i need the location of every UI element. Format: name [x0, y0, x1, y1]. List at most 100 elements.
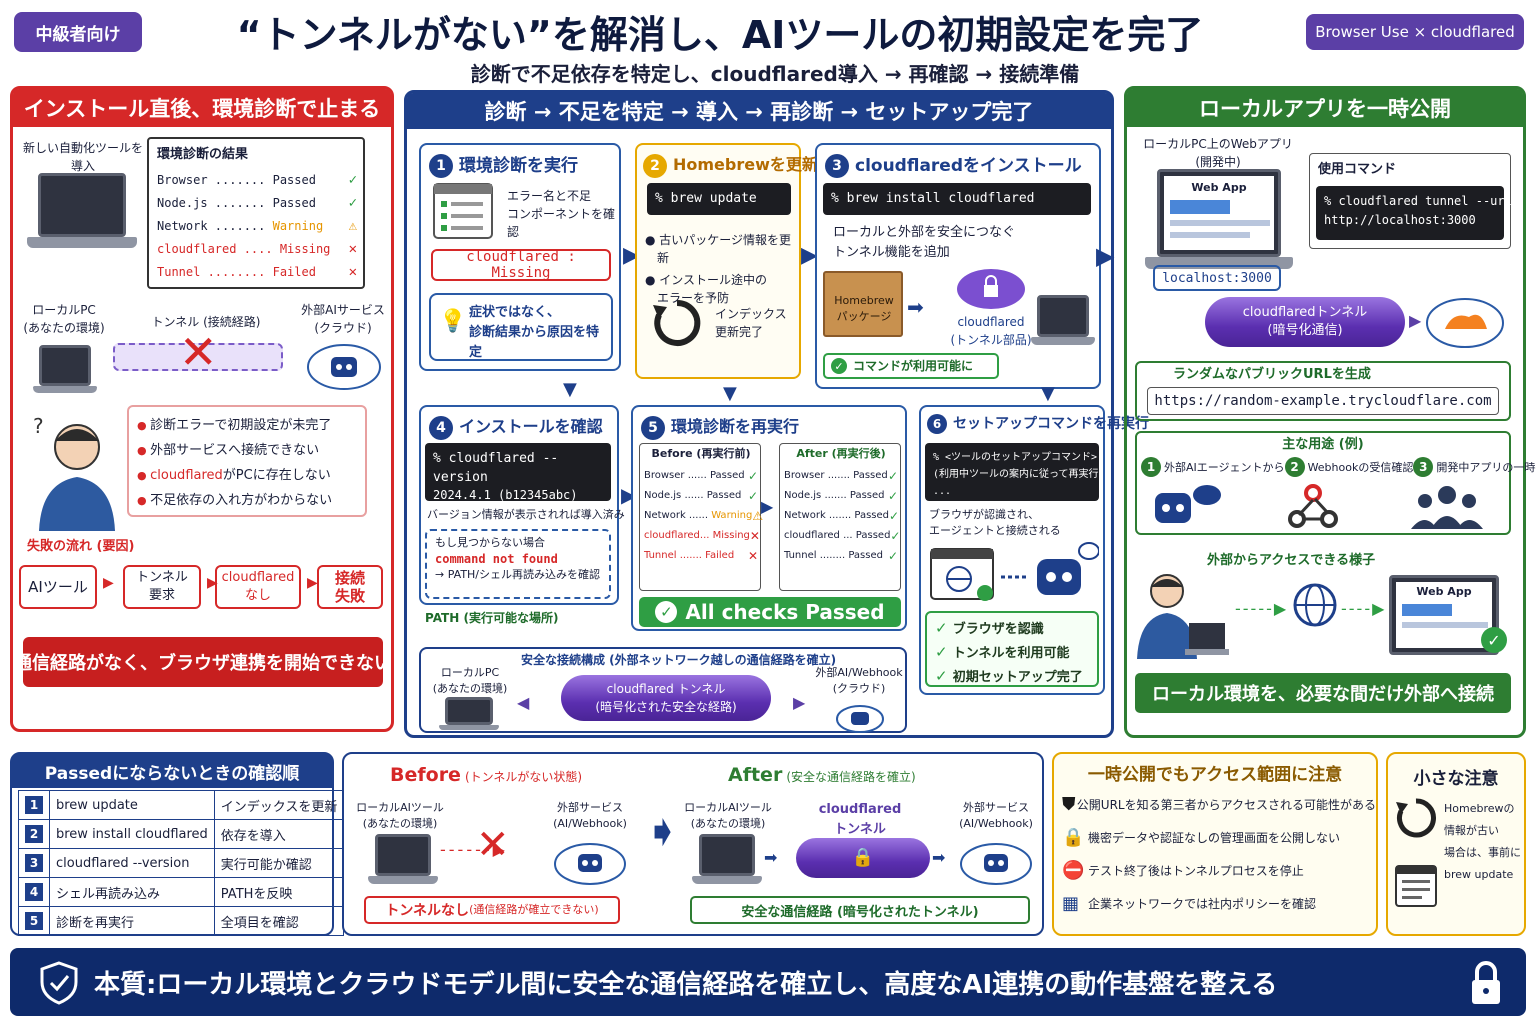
step-6-desc: ブラウザが認識され、 エージェントと接続される: [929, 508, 1061, 537]
cloudflare-cloud-icon: [1426, 298, 1504, 348]
step-number: 4: [429, 415, 453, 440]
issue-text: 不足依存の入れ方がわからない: [150, 493, 333, 508]
left-panel: インストール直後、環境診断で止まる 新しい自動化ツールを導入 環境診断の結果 B…: [10, 86, 394, 732]
warning-icon: ⚠: [348, 218, 357, 234]
result-title: 環境診断の結果: [157, 147, 249, 162]
command-cell: cloudflared --version: [49, 848, 215, 878]
checklist-icon: [433, 183, 493, 239]
result-text: Tunnel ........ Passed: [784, 550, 883, 561]
flow-step: cloudflared なし: [215, 565, 301, 609]
arrow-left-icon: ◀: [517, 693, 530, 712]
dashed-arrow: -----▶: [1235, 599, 1289, 618]
warning-word: Warning: [272, 219, 324, 233]
command-cell: シェル再読み込み: [49, 877, 215, 907]
check-text: ブラウザを認識: [952, 622, 1044, 637]
step-number: 1: [429, 154, 453, 178]
result-row: Tunnel ....... Failed✕: [644, 546, 758, 566]
footer-banner: 本質:ローカル環境とクラウドモデル間に安全な通信経路を確立し、高度なAI連携の動…: [10, 948, 1526, 1016]
check-text: 初期セットアップ完了: [952, 670, 1083, 685]
right-panel: ローカルアプリを一時公開 ローカルPC上のWebアプリ (開発中) Web Ap…: [1124, 86, 1536, 738]
failure-flow-label: 失敗の流れ (要因): [23, 537, 139, 557]
step-4-desc: バージョン情報が表示されれば導入済み: [427, 508, 625, 521]
step-number: 3: [25, 854, 43, 872]
big-arrow-icon: ➧: [644, 806, 681, 857]
brand-badge: Browser Use × cloudflared: [1306, 14, 1524, 50]
check-icon: ✓: [889, 509, 900, 523]
command-cell: 診断を再実行: [49, 906, 215, 936]
purpose-cell: PATHを反映: [213, 877, 345, 907]
arrow-right-icon: ▶: [1096, 242, 1115, 270]
localhost-label: localhost:3000: [1153, 265, 1281, 291]
after-local-label: ローカルAIツール (あなたの環境): [684, 801, 772, 830]
cross-icon: ✕: [179, 325, 218, 379]
issue-keyword: cloudflared: [150, 468, 223, 483]
confused-user-icon: ?: [33, 414, 115, 531]
before-note: トンネルなし(通信経路が確立できない): [364, 896, 620, 924]
note-line: もし見つからない場合: [435, 536, 545, 549]
use-case-text: 外部AIエージェントから: [1164, 461, 1285, 474]
tunnel-label: トンネル (接続経路): [151, 315, 261, 329]
refresh-icon: [1396, 798, 1436, 838]
result-row: Network ....... Warning⚠: [157, 215, 357, 238]
warning-icon: ⚠: [752, 509, 764, 523]
result-text: Node.js ...... Passed: [644, 490, 742, 501]
caution-item: ⛊公開URLを知る第三者からアクセスされる可能性がある: [1062, 788, 1376, 821]
caution-text: 機密データや認証なしの管理画面を公開しない: [1088, 831, 1341, 845]
browser-agent-icon: [930, 542, 1099, 601]
step-number-cell: 5: [18, 906, 50, 936]
step-5-title: 環境診断を再実行: [671, 417, 800, 436]
step-number: 2: [643, 153, 667, 178]
package-label: Homebrew パッケージ: [834, 294, 894, 323]
step-number: 4: [25, 883, 43, 901]
issue-item: ● 不足依存の入れ方がわからない: [137, 488, 332, 513]
webhook-icon: [1288, 484, 1338, 528]
note-line: command not found: [435, 552, 558, 566]
external-service-label: 外部AIサービス (クラウド): [301, 303, 385, 335]
flow-step: トンネル 要求: [123, 565, 201, 609]
check-item: ✓ ブラウザを認識: [935, 617, 1089, 641]
laptop-icon: [33, 345, 97, 397]
result-text: Tunnel ........ Failed: [157, 265, 316, 279]
arrow-down-icon: ▼: [1041, 383, 1055, 404]
step-1-desc: エラー名と不足 コンポーネントを確認: [507, 189, 616, 239]
result-row: cloudflared ... Passed✓: [784, 526, 901, 546]
check-item: ✓ トンネルを利用可能: [935, 641, 1089, 665]
missing-tunnel: [113, 343, 283, 371]
check-icon: ✓: [348, 195, 357, 211]
all-checks-passed: ✓All checks Passed: [639, 597, 901, 627]
laptop-icon: [692, 834, 762, 888]
step-number-cell: 2: [18, 819, 50, 849]
cross-icon: ✕: [348, 241, 357, 257]
check-icon: ✓: [890, 529, 901, 543]
issue-item: ● cloudflaredがPCに存在しない: [137, 463, 332, 488]
remote-user-icon: [1137, 574, 1229, 659]
step-number-cell: 4: [18, 877, 50, 907]
cloud-robot-icon: [960, 843, 1032, 885]
note-title: 小さな注意: [1413, 769, 1499, 789]
before-after-panel: Before(トンネルがない状態) ローカルAIツール (あなたの環境) ---…: [342, 752, 1044, 936]
result-text: Node.js ....... Passed: [784, 490, 885, 501]
caution-text: テスト終了後はトンネルプロセスを停止: [1088, 864, 1304, 878]
before-external-label: 外部サービス (AI/Webhook): [553, 801, 627, 830]
issue-item: ● 外部サービスへ接続できない: [137, 438, 332, 463]
arrow-right-icon: ▶: [103, 575, 114, 591]
result-text: cloudflared ... Passed: [784, 530, 891, 541]
public-url[interactable]: https://random-example.trycloudflare.com: [1147, 387, 1499, 415]
result-text: Tunnel ....... Failed: [644, 550, 735, 561]
secure-external-label: 外部AI/Webhook (クラウド): [815, 666, 903, 695]
setup-terminal: % <ツールのセットアップコマンド>(利用中ツールの案内に従って再実行)...: [925, 443, 1105, 501]
laptop-icon: [1031, 295, 1095, 349]
arrow-right-icon: ➡: [764, 848, 778, 867]
arrow-right-icon: ▶: [793, 693, 806, 712]
right-summary: ローカル環境を、必要な間だけ外部へ接続: [1135, 673, 1511, 713]
caution-text: 企業ネットワークでは社内ポリシーを確認: [1088, 897, 1317, 911]
check-icon: ✓: [935, 667, 953, 685]
after-label: After (再実行後): [796, 447, 886, 460]
team-share-icon: [1411, 486, 1483, 529]
